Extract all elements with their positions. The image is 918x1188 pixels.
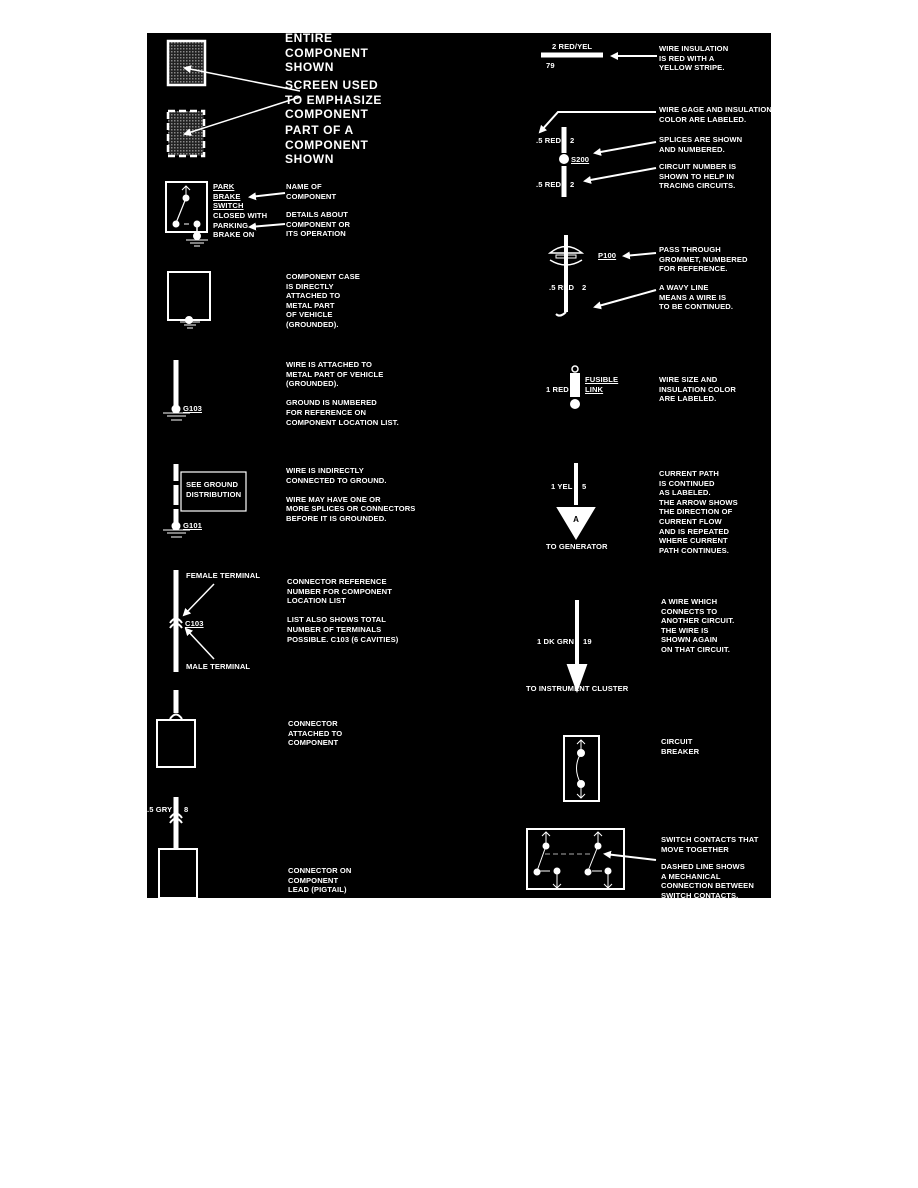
entire-component-symbol (166, 39, 207, 87)
connector-reference-note: CONNECTOR REFERENCE NUMBER FOR COMPONENT… (287, 577, 399, 644)
fusible-link-label: FUSIBLE LINK (585, 375, 619, 394)
legend-panel (147, 33, 771, 898)
connector-attached-symbol (156, 690, 196, 768)
svg-text:A: A (573, 515, 579, 524)
cluster-circuit-label: 19 (583, 637, 592, 646)
splice-circuit-top-label: 2 (570, 136, 575, 145)
splice-symbol (538, 111, 657, 197)
grommet-wire-label: .5 RED (549, 283, 575, 292)
to-instrument-cluster-label: TO INSTRUMENT CLUSTER (526, 684, 629, 693)
wavy-line-note: A WAVY LINE MEANS A WIRE IS TO BE CONTIN… (659, 283, 734, 312)
ground-g103-label: G103 (183, 404, 202, 413)
splice-s200-label: S200 (571, 155, 590, 164)
entire-component-label: ENTIRE COMPONENT SHOWN (285, 31, 369, 74)
wire-insulation-note: WIRE INSULATION IS RED WITH A YELLOW STR… (659, 44, 729, 73)
male-terminal-label: MALE TERMINAL (186, 662, 251, 671)
ground-g101-symbol (163, 464, 247, 538)
part-component-label: PART OF A COMPONENT SHOWN (285, 123, 369, 166)
current-path-note: CURRENT PATH IS CONTINUED AS LABELED. TH… (659, 469, 738, 555)
switch-symbol (165, 181, 208, 247)
splices-shown-note: SPLICES ARE SHOWN AND NUMBERED. (659, 135, 743, 154)
generator-flag-letter: A (573, 515, 579, 524)
female-terminal-label: FEMALE TERMINAL (186, 571, 261, 580)
inline-connector-symbol (169, 570, 215, 672)
grommet-p100-label: P100 (598, 251, 617, 260)
ground-g101-label: G101 (183, 521, 202, 530)
splice-wire-top-label: .5 RED (536, 136, 562, 145)
wire-circuit-label: 79 (546, 61, 555, 70)
screen-used-label: SCREEN USED TO EMPHASIZE COMPONENT (285, 78, 382, 121)
pass-through-note: PASS THROUGH GROMMET, NUMBERED FOR REFER… (659, 245, 748, 274)
circuit-breaker-note: CIRCUIT BREAKER (661, 737, 700, 756)
fusible-link-symbol (570, 365, 580, 409)
see-ground-distribution-label: SEE GROUND DISTRIBUTION (186, 480, 242, 499)
to-generator-label: TO GENERATOR (546, 542, 608, 551)
pigtail-connector-symbol (158, 797, 198, 899)
details-about-note: DETAILS ABOUT COMPONENT OR ITS OPERATION (286, 210, 351, 239)
name-of-component-note: NAME OF COMPONENT (286, 182, 337, 201)
switch-name-label: PARK BRAKE SWITCH (213, 182, 244, 211)
pigtail-wire-label: .5 GRY (147, 805, 173, 814)
grommet-circuit-label: 2 (582, 283, 587, 292)
generator-circuit-label: 5 (582, 482, 587, 491)
component-case-note: COMPONENT CASE IS DIRECTLY ATTACHED TO M… (286, 272, 360, 329)
grommet-symbol (547, 235, 657, 317)
fusible-wire-label: 1 RED (546, 385, 569, 394)
grounded-case-symbol (167, 271, 211, 329)
switch-contacts-note: SWITCH CONTACTS THAT MOVE TOGETHER (661, 835, 759, 854)
circuit-number-note: CIRCUIT NUMBER IS SHOWN TO HELP IN TRACI… (659, 162, 737, 191)
wire-connects-note: A WIRE WHICH CONNECTS TO ANOTHER CIRCUIT… (661, 597, 735, 654)
dashed-line-note: DASHED LINE SHOWS A MECHANICAL CONNECTIO… (661, 862, 754, 900)
pigtail-circuit-label: 8 (184, 805, 189, 814)
wire-attached-note: WIRE IS ATTACHED TO METAL PART OF VEHICL… (286, 360, 399, 427)
wire-color-label: 2 RED/YEL (552, 42, 593, 51)
circuit-breaker-symbol (563, 735, 600, 802)
current-path-arrow (556, 463, 596, 540)
wire-continues-arrow (566, 600, 588, 693)
wire-indirect-note: WIRE IS INDIRECTLY CONNECTED TO GROUND. … (286, 466, 416, 523)
cluster-wire-label: 1 DK GRN (537, 637, 575, 646)
ground-g103-symbol (163, 360, 190, 421)
connector-c103-label: C103 (185, 619, 204, 628)
connector-pigtail-note: CONNECTOR ON COMPONENT LEAD (PIGTAIL) (288, 866, 352, 895)
ganged-switch-symbol (526, 828, 657, 890)
splice-circuit-bottom-label: 2 (570, 180, 575, 189)
connector-attached-note: CONNECTOR ATTACHED TO COMPONENT (288, 719, 343, 748)
generator-wire-label: 1 YEL (551, 482, 573, 491)
splice-wire-bottom-label: .5 RED (536, 180, 562, 189)
switch-details-label: CLOSED WITH PARKING BRAKE ON (213, 211, 268, 240)
wire-gage-note: WIRE GAGE AND INSULATION COLOR ARE LABEL… (659, 105, 772, 124)
fusible-link-note: WIRE SIZE AND INSULATION COLOR ARE LABEL… (659, 375, 736, 404)
